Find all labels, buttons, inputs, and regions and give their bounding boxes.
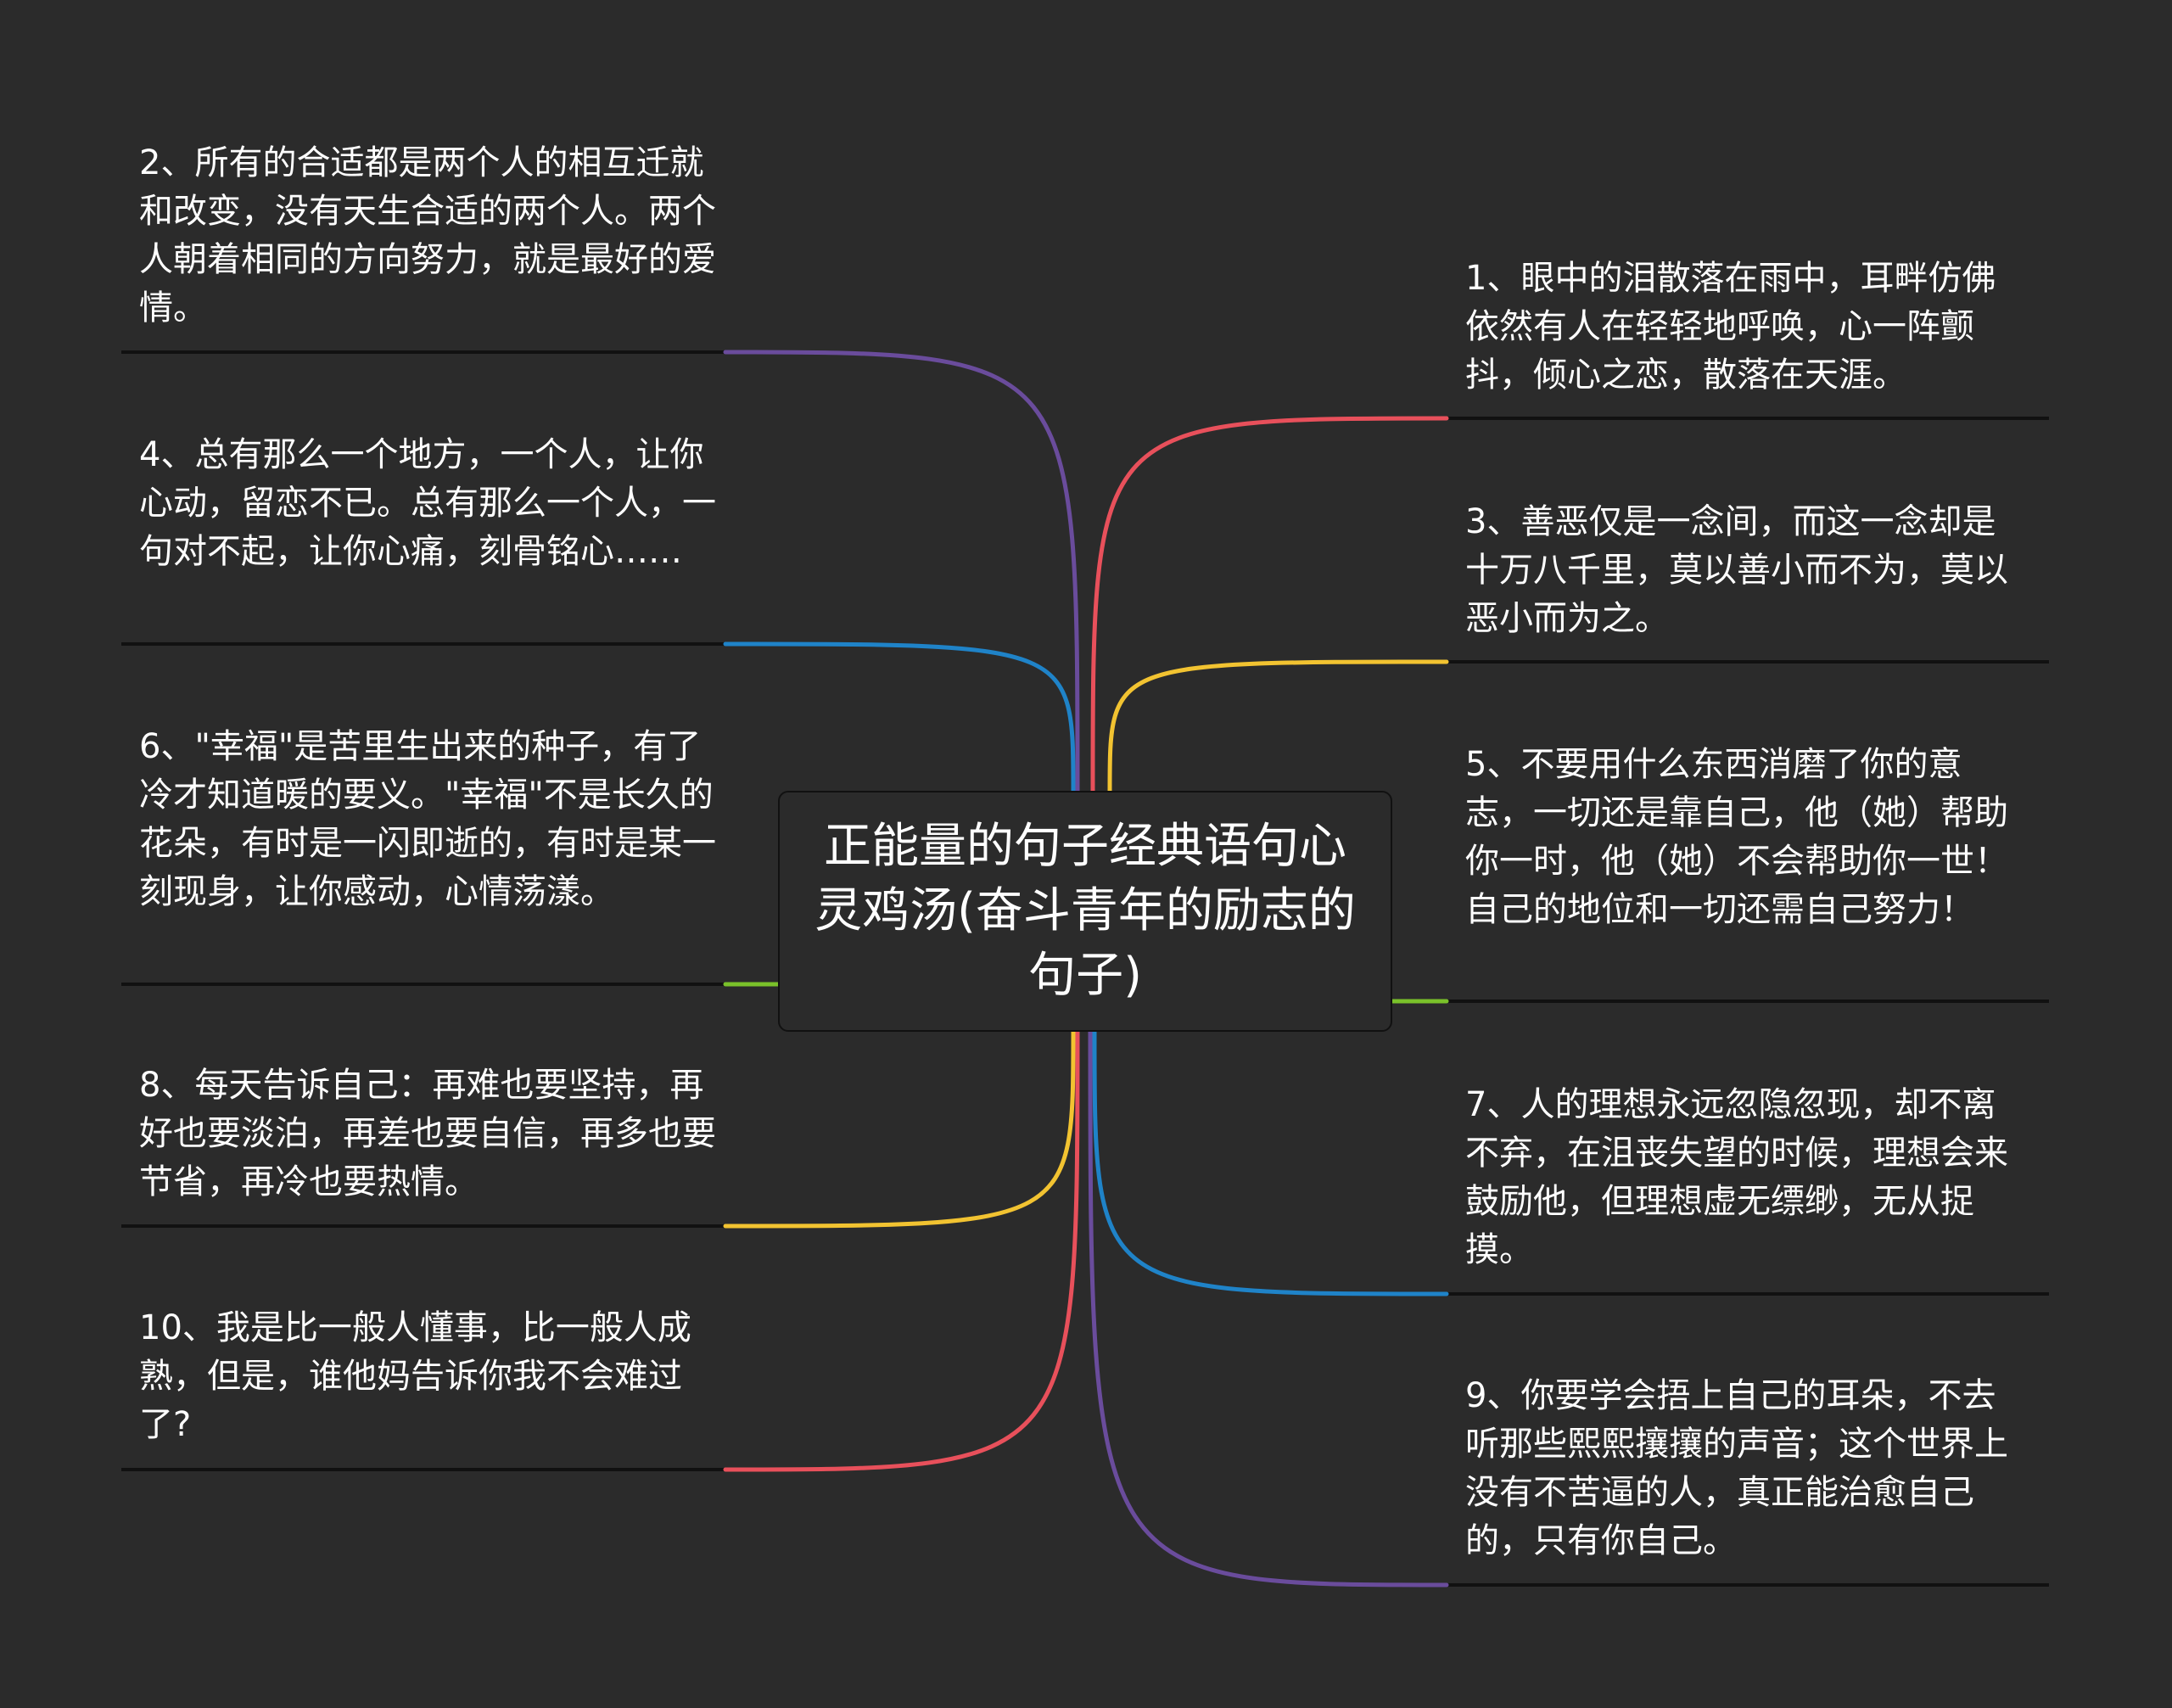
branch-node-9[interactable]: 9、你要学会捂上自己的耳朵，不去听那些熙熙攘攘的声音；这个世界上没有不苦逼的人，… [1465, 1376, 2008, 1560]
branch-node-6[interactable]: 6、"幸福"是苦里生出来的种子，有了冷才知道暖的要义。"幸福"不是长久的花朵，有… [139, 727, 716, 911]
branch-node-10[interactable]: 10、我是比一般人懂事，比一般人成熟，但是，谁他妈告诉你我不会难过了? [139, 1308, 691, 1444]
branch-node-1[interactable]: 1、眼中的泪散落在雨中，耳畔仿佛依然有人在轻轻地呼唤，心一阵颤抖，倾心之恋，散落… [1465, 259, 1996, 395]
branch-node-8[interactable]: 8、每天告诉自己：再难也要坚持，再好也要淡泊，再差也要自信，再多也要节省，再冷也… [139, 1066, 716, 1201]
connector-b10 [723, 1029, 1080, 1472]
connector-b4 [723, 641, 1076, 793]
branch-node-5[interactable]: 5、不要用什么东西消磨了你的意志，一切还是靠自己，他（她）帮助你一时，他（她）不… [1465, 745, 2008, 929]
central-topic-title: 正能量的句子经典语句心灵鸡汤(奋斗青年的励志的句子) [814, 819, 1356, 1003]
branch-node-4[interactable]: 4、总有那么一个地方，一个人，让你心动，留恋不已。总有那么一个人，一句对不起，让… [139, 435, 716, 571]
branch-node-2[interactable]: 2、所有的合适都是两个人的相互迁就和改变，没有天生合适的两个人。两个人朝着相同的… [139, 143, 716, 328]
branch-node-3[interactable]: 3、善恶仅是一念间，而这一念却是十万八千里，莫以善小而不为，莫以恶小而为之。 [1465, 502, 2008, 638]
connector-b2 [723, 350, 1080, 793]
branch-node-7[interactable]: 7、人的理想永远忽隐忽现，却不离不弃，在沮丧失望的时候，理想会来鼓励他，但理想虚… [1465, 1085, 2008, 1269]
central-topic[interactable]: 正能量的句子经典语句心灵鸡汤(奋斗青年的励志的句子) [778, 791, 1392, 1032]
connector-b3 [1107, 659, 1449, 793]
connector-b7 [1092, 1029, 1449, 1296]
connector-b1 [1090, 416, 1449, 793]
connector-b8 [723, 1029, 1076, 1229]
connector-b9 [1088, 1029, 1449, 1588]
